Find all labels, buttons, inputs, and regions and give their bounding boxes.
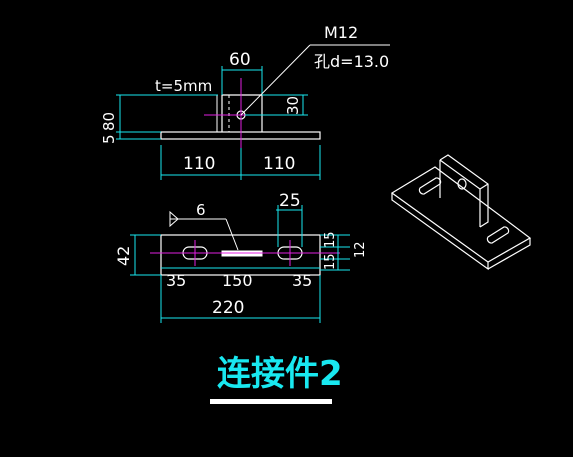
weld-tail-icon	[169, 210, 179, 228]
hole-dia-label: 孔d=13.0	[314, 52, 389, 71]
title-underline	[210, 399, 332, 404]
weld-arrow-line	[225, 218, 239, 251]
iso-base-side	[487, 238, 531, 270]
dim-r3: 12	[353, 241, 368, 258]
thickness-label: t=5mm	[155, 77, 212, 95]
plan-view: 6 25 42 15 15 12 35 150 35 220	[114, 191, 368, 323]
dim-left-edge: 35	[166, 271, 186, 290]
bolt-label: M12	[324, 23, 358, 42]
iso-base-front	[391, 193, 489, 271]
dim-right-span: 110	[263, 154, 295, 174]
dim-left-span: 110	[183, 154, 215, 174]
dim-height-5: 5	[100, 134, 118, 144]
dim-center-span: 150	[222, 271, 253, 290]
weld-size: 6	[196, 201, 206, 219]
dim-r2: 15	[323, 253, 338, 270]
dim-hole-height: 30	[284, 96, 302, 115]
dim-top-width: 60	[229, 50, 251, 70]
hole-leader	[240, 44, 311, 116]
iso-web-front-edge	[439, 159, 481, 227]
web-plate-outline	[221, 94, 263, 132]
dim-height-80: 80	[100, 112, 118, 131]
iso-slot-left	[418, 177, 442, 195]
dim-right-edge: 35	[292, 271, 312, 290]
dim-total: 220	[212, 298, 244, 318]
dim-slot: 25	[279, 191, 301, 211]
drawing-title: 连接件2	[217, 354, 343, 394]
dim-depth: 42	[114, 246, 133, 266]
dim-r1: 15	[323, 231, 338, 248]
plan-plate-outline	[160, 234, 321, 276]
elevation-view: 60 t=5mm M12 孔d=13.0 5 80 30 110 110	[100, 23, 390, 180]
iso-web-top-edge	[479, 183, 489, 190]
isometric-view	[390, 154, 532, 271]
iso-slot-right	[486, 226, 510, 244]
iso-hole	[457, 178, 467, 190]
